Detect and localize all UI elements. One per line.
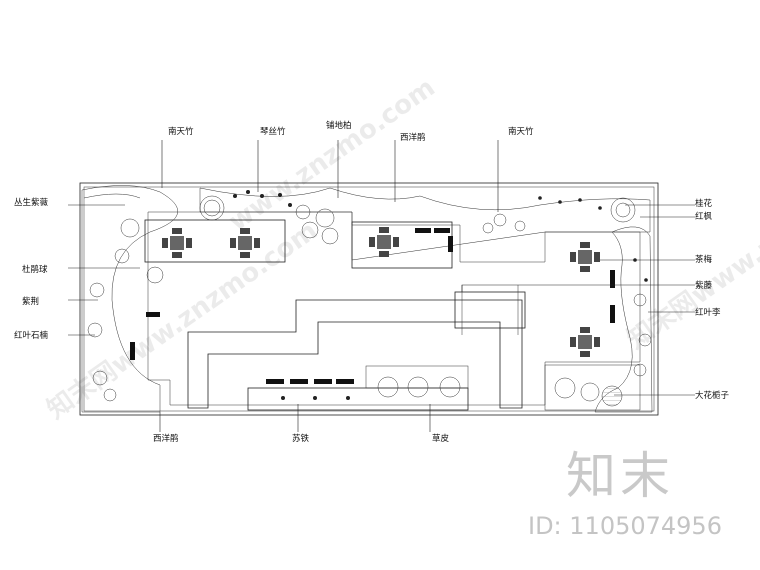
top-planting-bed [199,187,651,263]
benches [130,228,615,384]
lawn-frame [365,365,469,389]
label-sutie: 苏铁 [292,433,310,444]
pergola [454,291,526,329]
table-sets [162,227,600,357]
label-dujuanqiu: 杜鹃球 [22,264,48,275]
label-nantianzhu-top-right: 南天竹 [508,126,534,137]
bottom-right-bed [544,364,641,411]
label-nantianzhu-top-left: 南天竹 [168,126,194,137]
label-chamei: 茶梅 [695,254,713,265]
brick-path [187,299,523,409]
label-ziteng: 紫藤 [695,280,713,291]
label-dahua-zhizi: 大花栀子 [695,390,730,401]
leader-lines [68,140,695,432]
label-caopi: 草皮 [432,433,450,444]
label-zijing: 紫荆 [22,296,39,307]
label-guihua: 桂花 [695,198,713,209]
plant-symbols [87,195,652,407]
bottom-planter [247,387,469,411]
label-xiyangjuan-bottom: 西洋鹃 [153,433,179,444]
small-shrubs [233,190,648,400]
right-planting-bed [594,226,653,413]
brand-logo: 知末 [566,447,674,505]
left-planting-bed [81,185,179,413]
site-boundary [79,182,659,416]
label-congsheng-ziwei: 丛生紫薇 [14,197,49,208]
id-number: ID: 1105074956 [528,512,722,540]
label-xiyangjuan-top: 西洋鹃 [400,132,426,143]
deck-left [144,219,286,263]
label-qinsizhu: 琴丝竹 [260,126,286,137]
label-pudibai: 铺地柏 [326,120,352,131]
label-hongyeli: 红叶李 [695,307,721,318]
label-hongfeng: 红枫 [695,211,713,222]
label-hongye-shinan: 红叶石楠 [14,330,49,341]
